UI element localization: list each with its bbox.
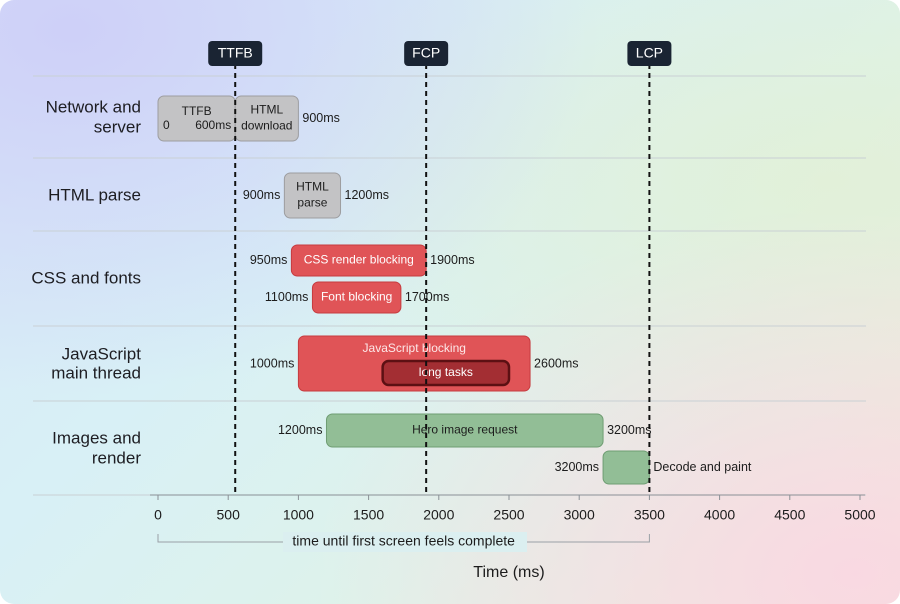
bar-after-label: 900ms [302,111,340,125]
milestone-tag-fcp [404,41,449,66]
milestone-label: FCP [412,45,440,61]
span-label: time until first screen feels complete [292,533,515,549]
bar-label: HTML [296,180,329,194]
x-tick-label: 2000 [423,507,454,523]
bar-before-label: 900ms [243,188,281,202]
decode-and-paint-bar [602,450,650,485]
milestone-tag-ttfb [208,41,263,66]
bar-after-label: 2600ms [534,356,578,370]
bar-label: download [241,119,292,133]
x-axis-title: Time (ms) [473,564,544,581]
bar-after-label: 1700ms [405,290,449,304]
x-tick-label: 0 [154,507,162,523]
x-tick-label: 2500 [493,507,524,523]
milestone-tag-lcp [627,41,672,66]
lane-label: render [92,448,141,467]
bar-end-label: 600ms [195,118,231,132]
x-tick-label: 500 [217,507,241,523]
x-tick-label: 1000 [283,507,314,523]
bar-after-label: 1900ms [430,253,474,267]
bar-after-label: 1200ms [345,188,389,202]
lane-label: JavaScript [62,344,142,363]
lane-label: CSS and fonts [31,268,141,287]
bar-start-label: 0 [163,118,170,132]
font-blocking-bar [311,281,402,314]
bar-label: TTFB [182,104,212,118]
bar-after-label: Decode and paint [653,460,752,474]
bar-label: JavaScript blocking [363,341,466,355]
bar-before-label: 3200ms [555,460,599,474]
lane-label: main thread [51,363,141,382]
lane-label: Images and [52,428,141,447]
bar-label: parse [297,196,327,210]
bar-before-label: 1200ms [278,423,322,437]
html-parse-bar [283,172,342,219]
bar-before-label: 950ms [250,253,288,267]
bar-label: HTML [250,103,283,117]
x-tick-label: 5000 [844,507,875,523]
x-tick-label: 3000 [564,507,595,523]
lane-label: server [94,117,142,136]
bar-label: Hero image request [412,423,518,437]
long-tasks-bar [381,359,511,387]
milestone-label: TTFB [218,45,253,61]
css-render-blocking-bar [290,244,427,277]
x-tick-label: 1500 [353,507,384,523]
lane-label: HTML parse [48,185,141,204]
bar-label: long tasks [419,365,473,379]
hero-image-request-bar [325,413,604,448]
milestone-label: LCP [636,45,663,61]
bar-label: CSS render blocking [304,253,414,267]
x-tick-label: 4500 [774,507,805,523]
bar-before-label: 1000ms [250,356,294,370]
bar-after-label: 3200ms [607,423,651,437]
x-tick-label: 3500 [634,507,665,523]
x-tick-label: 4000 [704,507,735,523]
span-label-bg [283,532,527,552]
bar-before-label: 1100ms [265,290,309,304]
lane-label: Network and [46,97,141,116]
bar-label: Font blocking [321,290,392,304]
